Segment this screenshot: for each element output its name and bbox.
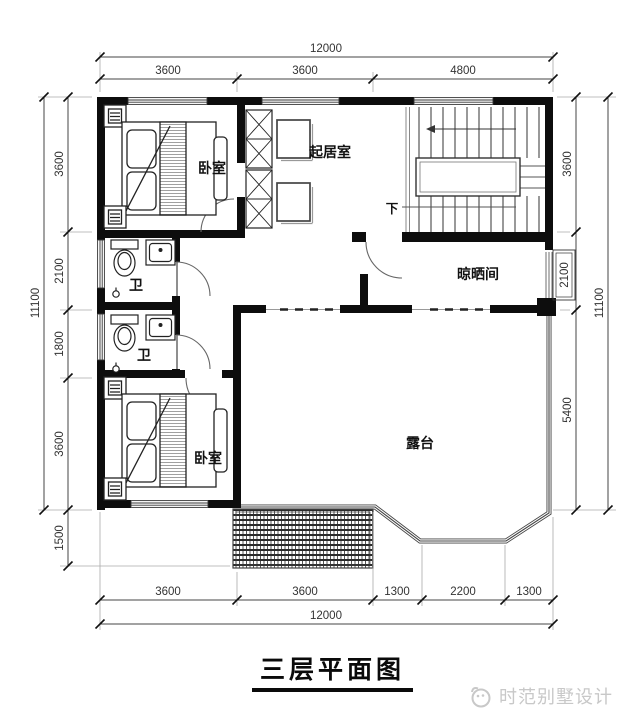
dim-right-seg-2: 5400 [562, 397, 574, 423]
dim-left-seg-2: 1800 [54, 331, 66, 357]
dim-bottom-seg-0: 3600 [155, 586, 181, 598]
stair-direction-arrow-icon [426, 125, 516, 133]
stairs [402, 107, 545, 232]
stairs-down-label: 下 [386, 202, 399, 216]
dim-left-seg-0: 3600 [54, 151, 66, 177]
room-label-bath-2: 卫 [137, 347, 151, 363]
dim-top-overall: 12000 [310, 43, 342, 55]
dim-top-seg-2: 4800 [450, 65, 476, 77]
room-label-bath-1: 卫 [129, 277, 143, 293]
bath-fixtures-1 [110, 239, 176, 298]
windows [97, 97, 576, 508]
dim-top-seg-0: 3600 [155, 65, 181, 77]
living-room-furniture [245, 109, 314, 229]
dim-right-overall: 11100 [594, 288, 606, 318]
terrace-railing [241, 316, 552, 544]
room-label-bedroom-bottom: 卧室 [194, 450, 222, 466]
walls [97, 97, 556, 510]
dim-bottom-overall: 12000 [310, 610, 342, 622]
watermark: 时范别墅设计 [468, 683, 613, 709]
dim-right-seg-0: 3600 [562, 151, 574, 177]
plan-title: 三层平面图 [252, 650, 414, 692]
room-label-bedroom-top: 卧室 [198, 160, 226, 176]
bath-fixtures-2 [110, 314, 176, 373]
bed-bedroom-bottom [103, 376, 228, 501]
dim-bottom-seg-1: 3600 [292, 586, 318, 598]
dim-bottom-seg-4: 1300 [516, 586, 542, 598]
roof-hatch-below [232, 508, 374, 569]
dim-left-seg-3: 3600 [54, 431, 66, 457]
dimension-lines [43, 56, 609, 625]
dim-right-seg-1: 2100 [559, 262, 571, 288]
dim-bottom-seg-3: 2200 [450, 586, 476, 598]
room-label-drying: 晾晒间 [457, 266, 499, 282]
dim-bottom-seg-2: 1300 [384, 586, 410, 598]
room-label-terrace: 露台 [406, 435, 434, 451]
dim-left-seg-4: 1500 [54, 525, 66, 551]
watermark-logo-icon [471, 686, 491, 707]
room-label-living: 起居室 [308, 144, 351, 160]
dim-left-overall: 11100 [30, 288, 42, 318]
dim-top-seg-1: 3600 [292, 65, 318, 77]
doors [175, 198, 490, 415]
dim-left-seg-1: 2100 [54, 258, 66, 284]
witness-lines [38, 52, 616, 630]
watermark-text: 时范别墅设计 [499, 687, 613, 707]
bay-window [545, 249, 576, 301]
